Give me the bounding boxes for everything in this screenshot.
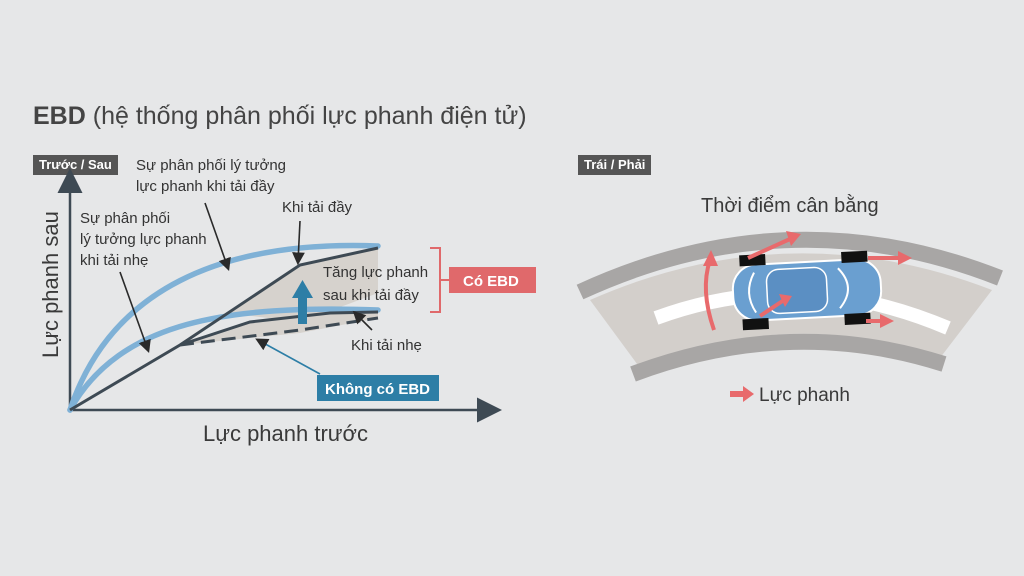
page-title: EBD (hệ thống phân phối lực phanh điện t… <box>33 102 527 131</box>
pointer-full-load <box>292 220 305 266</box>
wheel-rear-left <box>739 254 766 267</box>
rotation-arrow-head <box>703 250 718 266</box>
wheel-rear-right <box>742 317 769 331</box>
badge-with-ebd-bg <box>449 267 536 293</box>
badge-without-ebd: Không có EBD <box>325 381 430 398</box>
wheel-front-right <box>844 312 871 325</box>
with-ebd-full-load-line <box>69 246 379 412</box>
ann-ideal-light-line2: lý tưởng lực phanh <box>80 231 207 248</box>
increase-arrow-icon <box>292 280 313 324</box>
left-right-tag: Trái / Phải <box>578 155 652 175</box>
ideal-curve-full-load <box>67 242 381 413</box>
ann-light-load: Khi tải nhẹ <box>351 337 422 354</box>
force-arrow-icon <box>747 231 912 328</box>
wheel-front-left <box>841 250 868 264</box>
increase-bracket <box>430 247 450 313</box>
front-rear-tag: Trước / Sau <box>33 155 118 175</box>
badge-with-ebd: Có EBD <box>463 273 519 290</box>
pointer-ideal-full <box>204 202 231 272</box>
without-ebd-dashed-line <box>179 316 379 347</box>
ann-increase-line2: sau khi tải đầy <box>323 287 419 304</box>
y-axis-label: Lực phanh sau <box>38 211 63 358</box>
ideal-curve-light-load <box>67 306 381 413</box>
balance-caption: Thời điểm cân bằng <box>701 194 879 217</box>
light-load-gain-area <box>180 312 378 345</box>
legend-force-arrow-icon <box>730 386 754 402</box>
ann-ideal-light-line1: Sự phân phối <box>80 210 170 227</box>
title-rest: (hệ thống phân phối lực phanh điện tử) <box>85 102 527 130</box>
pointer-ideal-light <box>119 271 151 354</box>
ann-ideal-full-line2: lực phanh khi tải đầy <box>136 178 275 195</box>
title-bold: EBD <box>33 102 86 130</box>
ann-increase-line1: Tăng lực phanh <box>323 264 428 281</box>
pointer-no-ebd <box>255 338 321 375</box>
car-icon <box>731 250 883 331</box>
ann-ideal-light-line3: khi tải nhẹ <box>80 252 148 269</box>
cornering-scene <box>576 231 1003 382</box>
x-axis-label: Lực phanh trước <box>203 421 368 446</box>
ann-full-load: Khi tải đầy <box>282 199 353 216</box>
badge-without-ebd-bg <box>317 375 439 401</box>
pointer-light-load <box>352 310 373 331</box>
legend-label: Lực phanh <box>759 385 850 406</box>
road-inner-edge <box>630 333 947 382</box>
ann-ideal-full-line1: Sự phân phối lý tưởng <box>136 157 286 174</box>
